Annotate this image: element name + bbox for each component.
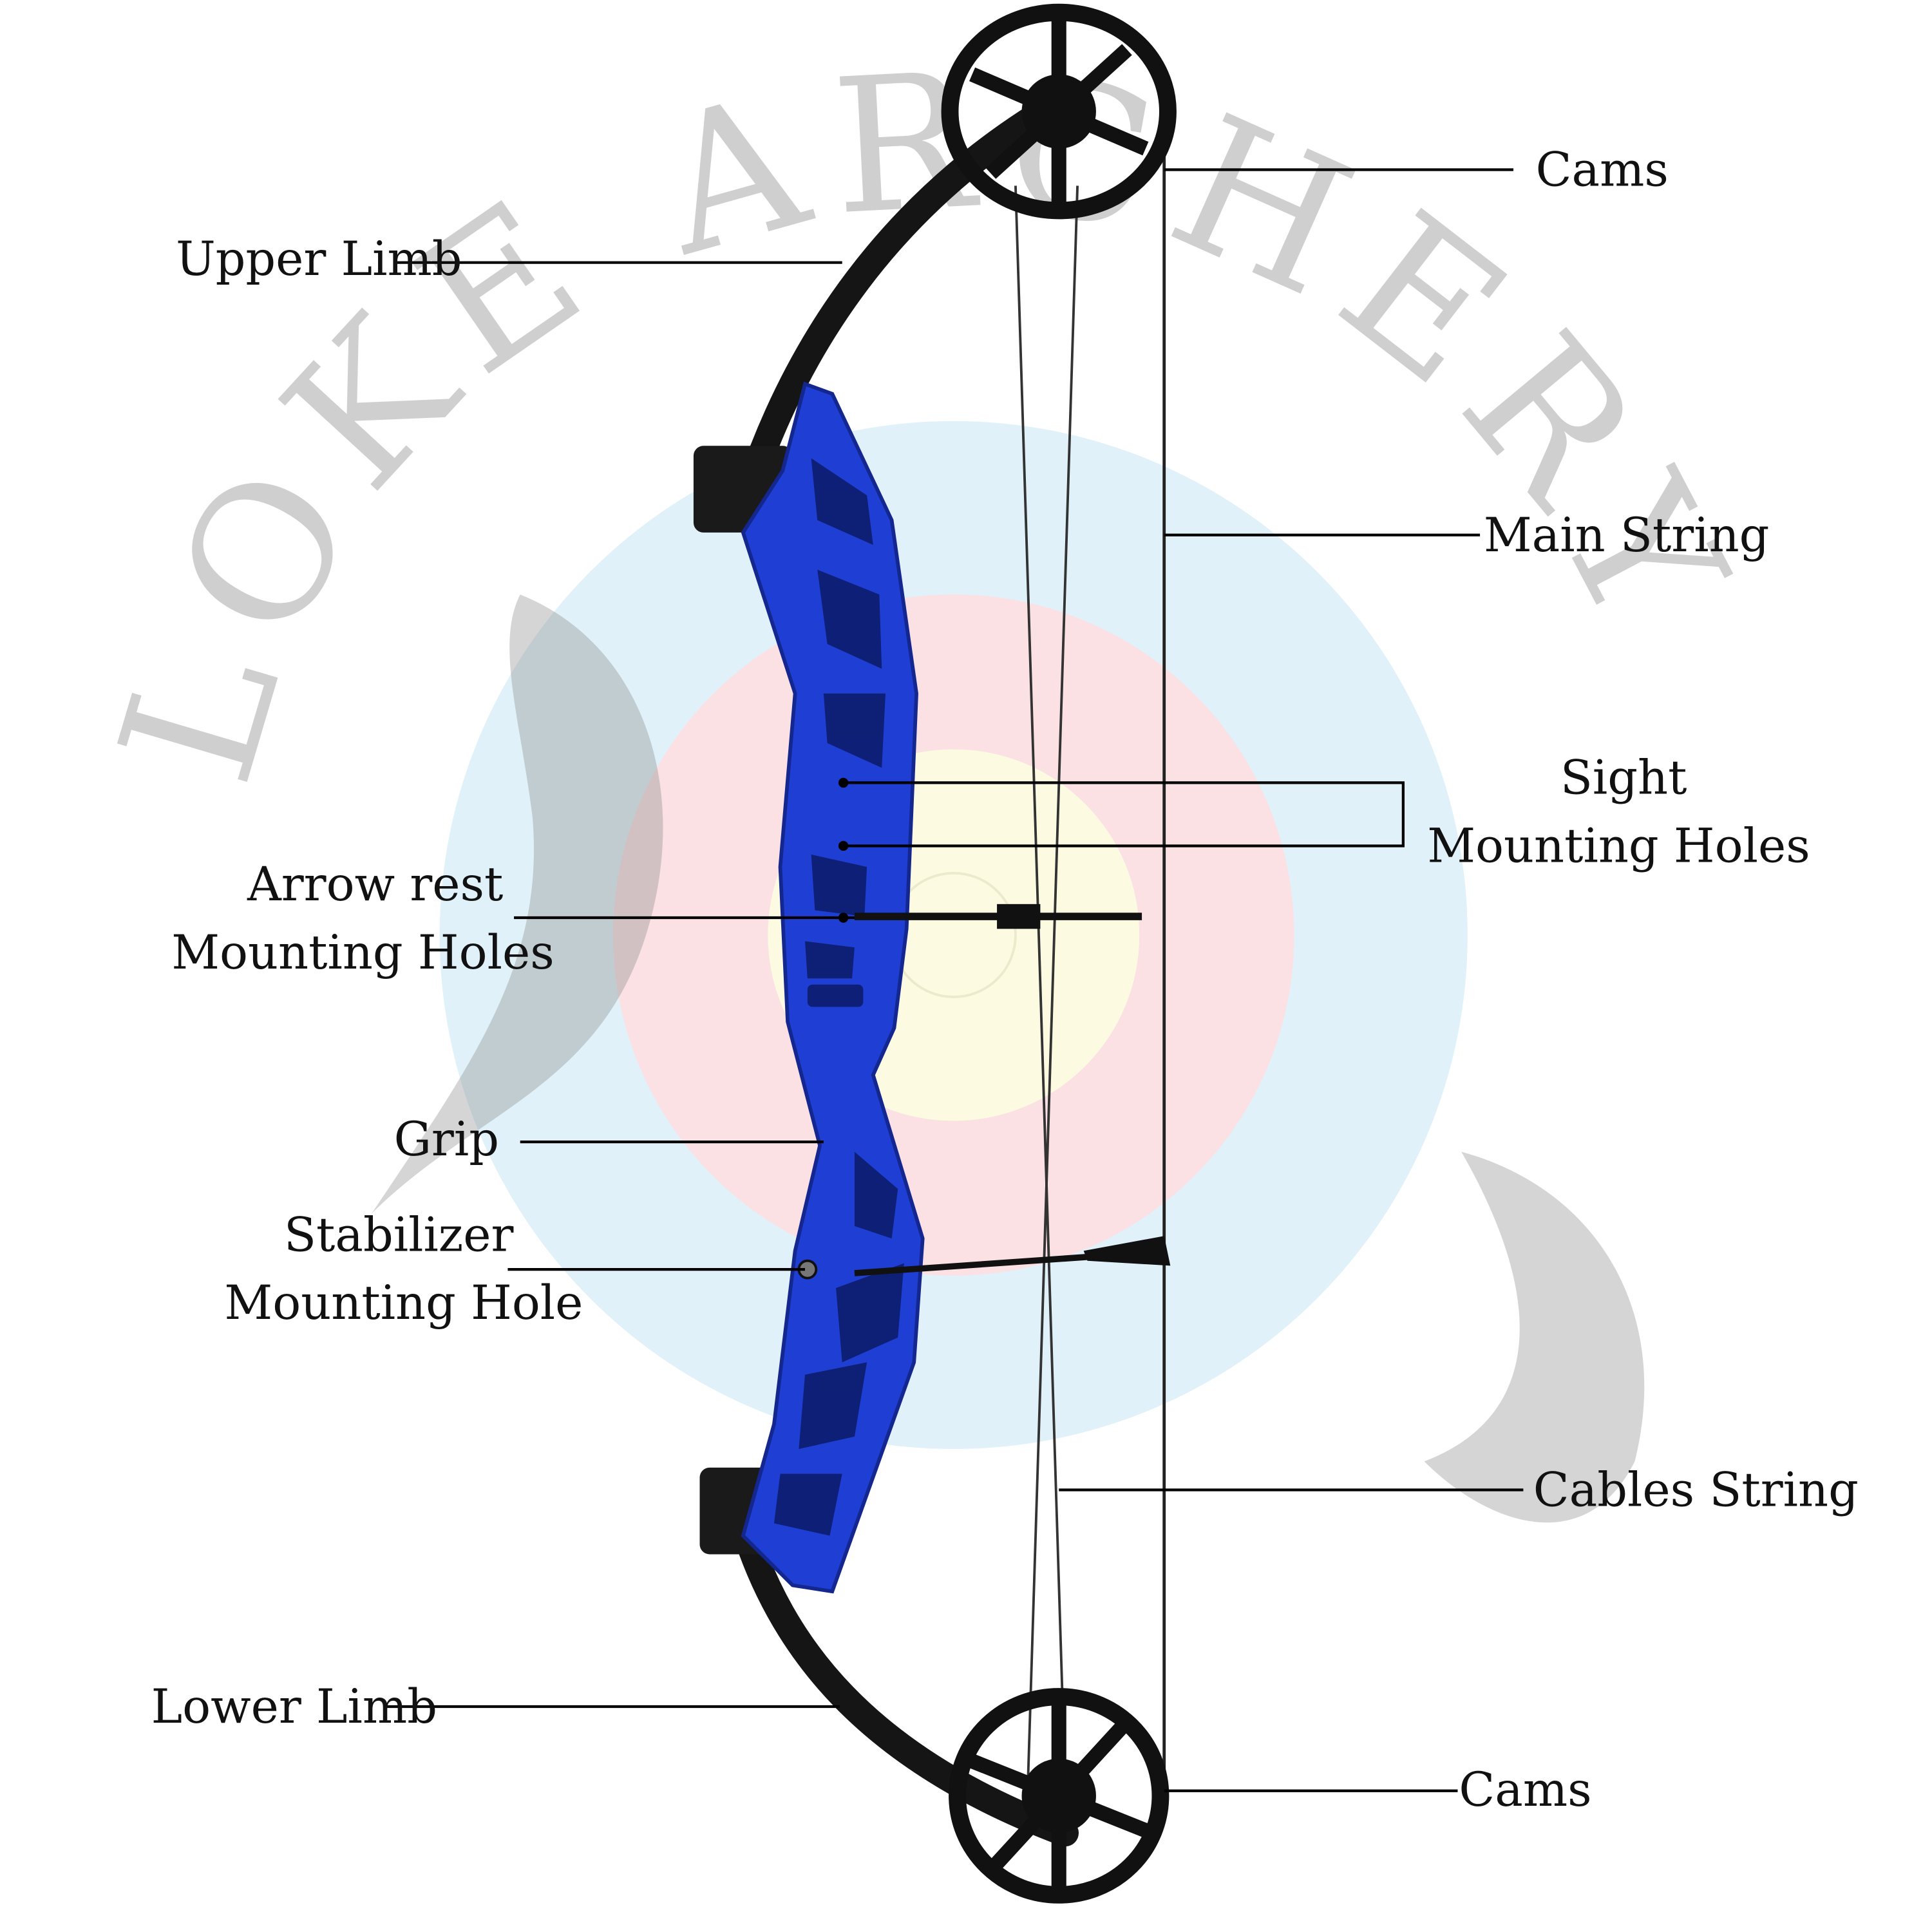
label-lower-limb: Lower Limb xyxy=(151,1680,437,1734)
bottom-cam xyxy=(949,1688,1170,1904)
cable-string-2 xyxy=(1014,185,1066,1784)
label-cams-bottom: Cams xyxy=(1459,1763,1591,1817)
label-arrow-rest-line2: Mounting Holes xyxy=(171,925,554,980)
label-arrow-rest-line1: Arrow rest xyxy=(247,857,503,912)
top-cam xyxy=(941,3,1177,220)
label-cams-top: Cams xyxy=(1536,142,1669,197)
leader-lines xyxy=(384,168,1524,1792)
upper-limb xyxy=(729,85,1079,522)
label-cables-string: Cables String xyxy=(1533,1463,1859,1517)
label-upper-limb: Upper Limb xyxy=(176,232,462,287)
cable-string-1 xyxy=(1027,185,1079,1784)
label-main-string: Main String xyxy=(1484,508,1770,563)
label-stabilizer-line1: Stabilizer xyxy=(284,1208,514,1262)
label-stabilizer-line2: Mounting Hole xyxy=(224,1276,583,1331)
labels: Cams Upper Limb Main String Sight Mounti… xyxy=(151,142,1859,1817)
label-sight-line2: Mounting Holes xyxy=(1427,819,1810,873)
strings xyxy=(1014,148,1166,1808)
lower-limb xyxy=(729,1510,1079,1847)
leader-sight-holes xyxy=(842,781,1405,848)
watermark-swirl-shape xyxy=(1424,1151,1645,1523)
watermark-bird-shape xyxy=(371,594,663,1214)
arrow-rest-rod xyxy=(854,904,1142,929)
label-grip: Grip xyxy=(394,1112,499,1167)
label-sight-line1: Sight xyxy=(1560,751,1687,806)
riser xyxy=(741,381,925,1594)
stabilizer-rod xyxy=(854,1236,1171,1276)
